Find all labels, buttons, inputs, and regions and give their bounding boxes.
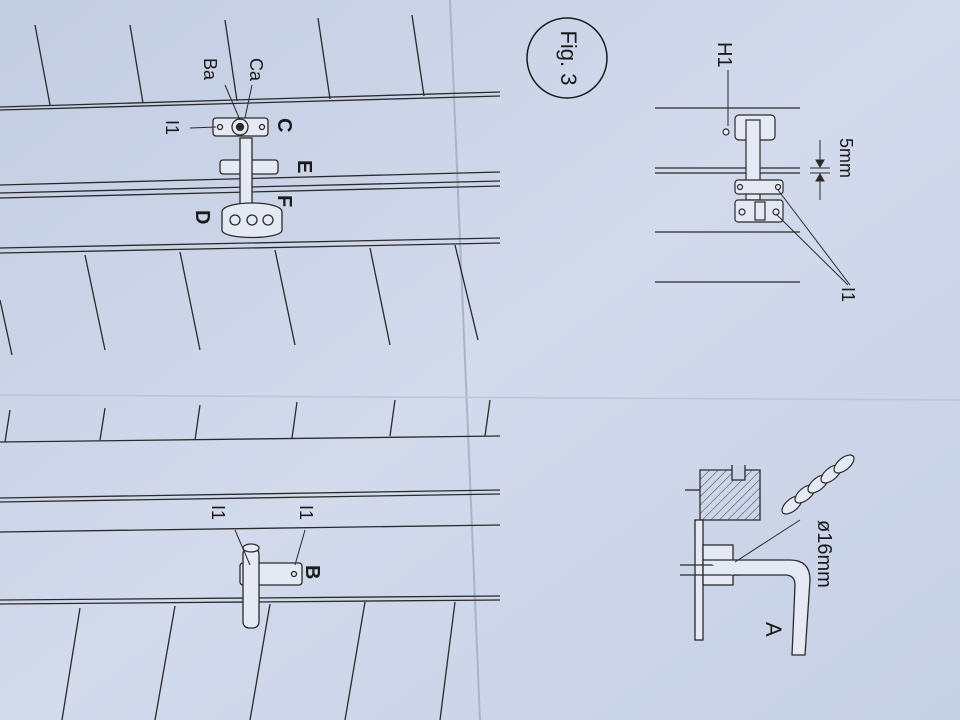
detail-latch (722, 114, 784, 223)
latch-assembly (212, 117, 283, 239)
label-D: D (191, 210, 213, 224)
label-I1-top: I1 (162, 120, 182, 135)
labels: Ba Ca C E F D I1 I1 I1 B H1 5mm I1 ø16mm… (162, 42, 858, 637)
cross-section-detail (680, 465, 811, 656)
paper-fold (0, 394, 960, 401)
figure-caption-circle (526, 17, 608, 99)
diameter-leader (734, 519, 801, 563)
leader-lines-right (727, 70, 851, 286)
label-I1-detail: I1 (838, 287, 858, 302)
label-A: A (761, 622, 786, 637)
label-Ca: Ca (246, 58, 266, 82)
label-I1-right: I1 (296, 505, 316, 520)
label-H1: H1 (713, 42, 735, 68)
figure-caption: Fig. 3 (556, 30, 581, 85)
rope-detail (781, 454, 855, 515)
leader-lines-left (189, 84, 306, 566)
label-Ba: Ba (200, 58, 220, 81)
label-diameter: ø16mm (813, 520, 835, 588)
label-F: F (273, 195, 295, 207)
gap-dimension (810, 140, 830, 200)
label-I1-left: I1 (208, 505, 228, 520)
label-C: C (273, 118, 295, 132)
label-gap: 5mm (836, 138, 856, 178)
label-B: B (301, 565, 323, 579)
label-E: E (293, 160, 315, 173)
detail-rails (655, 107, 800, 283)
